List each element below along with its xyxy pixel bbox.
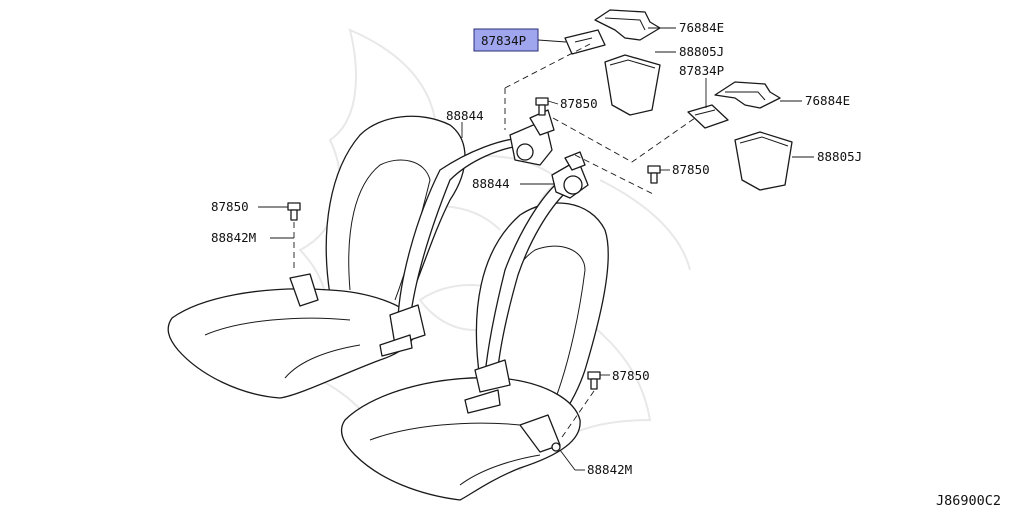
retractor-right [551, 151, 589, 199]
callout-88844-lower[interactable]: 88844 [472, 176, 510, 191]
belt-left [379, 137, 526, 357]
callout-88842M-left[interactable]: 88842M [211, 230, 256, 245]
callout-76884E-upper[interactable]: 76884E [679, 20, 724, 35]
callout-88805J-lower[interactable]: 88805J [817, 149, 862, 164]
mat-lower [714, 81, 781, 109]
callout-87834P-highlighted[interactable]: 87834P [481, 33, 526, 48]
callout-87850-middle[interactable]: 87850 [672, 162, 710, 177]
callout-87850-upper[interactable]: 87850 [560, 96, 598, 111]
bolt-right-lower [587, 371, 601, 390]
mat-upper [594, 9, 661, 41]
callout-76884E-lower[interactable]: 76884E [805, 93, 850, 108]
callout-88844-upper[interactable]: 88844 [446, 108, 484, 123]
retractor-left [509, 109, 555, 166]
bolt-upper [535, 97, 549, 116]
cover-upper [564, 29, 606, 55]
seat-left [167, 115, 466, 399]
callout-87850-right[interactable]: 87850 [612, 368, 650, 383]
bolt-middle [647, 165, 661, 184]
callout-88805J-upper[interactable]: 88805J [679, 44, 724, 59]
pocket-lower [734, 131, 793, 191]
buckle-stalk-left [289, 273, 319, 307]
belt-right [464, 184, 567, 414]
bolt-left [287, 202, 301, 221]
diagram-code: J86900C2 [936, 493, 1001, 509]
cover-lower [687, 104, 729, 129]
pocket-upper [604, 54, 661, 116]
callout-87850-left[interactable]: 87850 [211, 199, 249, 214]
callout-88842M-right[interactable]: 88842M [587, 462, 632, 477]
callout-87834P-lower[interactable]: 87834P [679, 63, 724, 78]
